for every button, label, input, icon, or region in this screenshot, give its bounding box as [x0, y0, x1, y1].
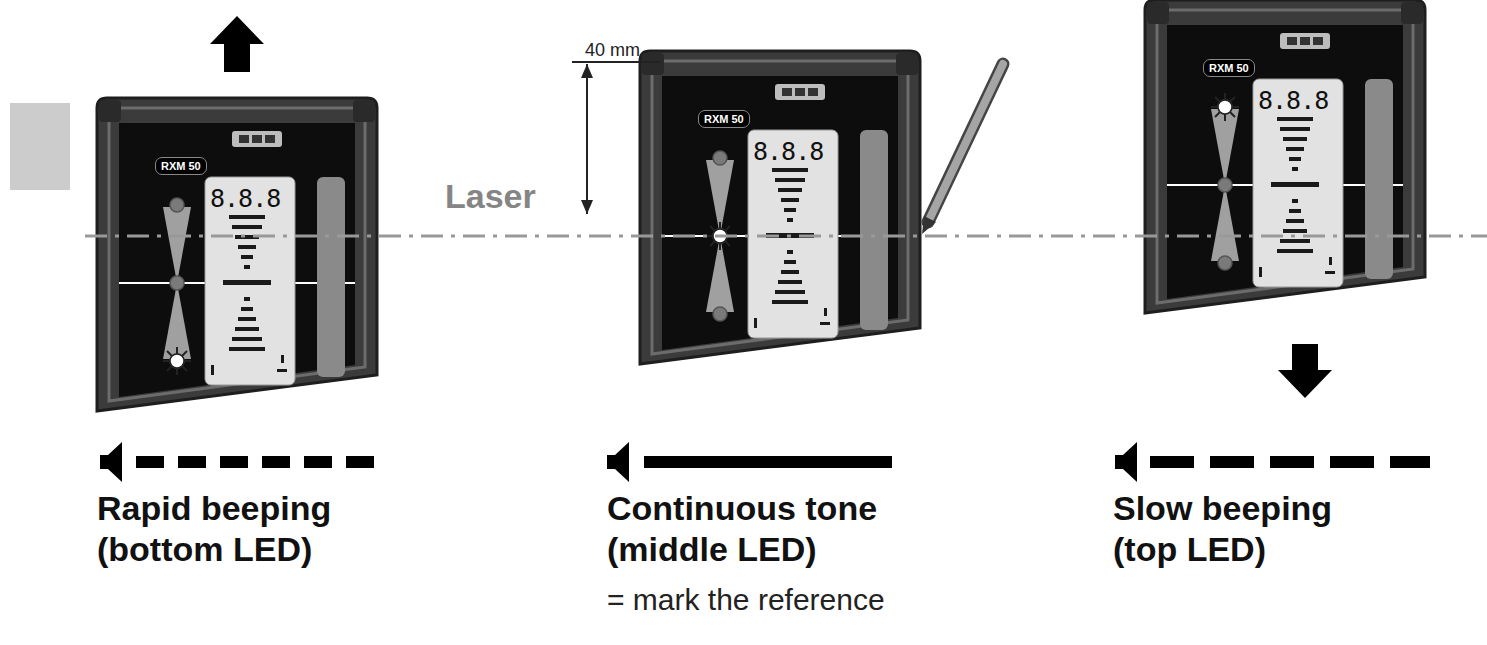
slow-tone-line [1150, 456, 1430, 468]
grey-square [10, 103, 70, 190]
display-digits: 8.8.8 [210, 186, 280, 211]
model-badge: RXM 50 [155, 157, 207, 175]
display-digits: 8.8.8 [753, 139, 823, 164]
continuous-tone-line [644, 456, 892, 468]
laser-line [85, 235, 1487, 238]
caption: Slow beeping (top LED) [1113, 488, 1383, 570]
receiver-level [640, 51, 920, 364]
model-badge: RXM 50 [1203, 59, 1255, 77]
rapid-tone-line [136, 456, 384, 468]
down-arrow [1278, 344, 1332, 398]
pencil [922, 64, 1003, 234]
model-badge: RXM 50 [698, 110, 750, 128]
lit-led [1211, 93, 1239, 121]
receiver-high [1145, 0, 1425, 313]
lit-led [163, 347, 191, 375]
receiver-low [97, 98, 377, 411]
laser-label: Laser [445, 176, 536, 217]
caption: Continuous tone (middle LED) [607, 488, 952, 570]
up-arrow [210, 16, 264, 72]
speaker-icon [100, 442, 1137, 482]
dimension-label: 40 mm [585, 40, 640, 62]
dimension-40mm [572, 62, 660, 214]
display-digits: 8.8.8 [1258, 88, 1328, 113]
note: = mark the reference [607, 582, 885, 618]
caption: Rapid beeping (bottom LED) [97, 488, 387, 570]
